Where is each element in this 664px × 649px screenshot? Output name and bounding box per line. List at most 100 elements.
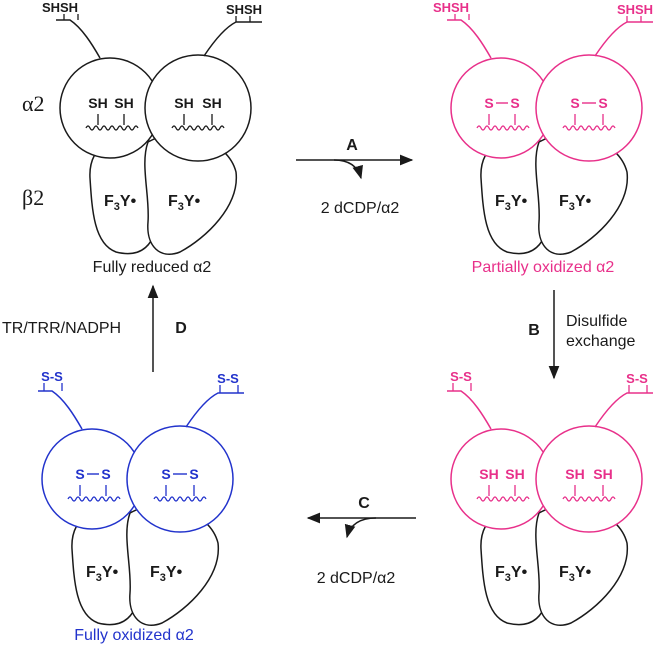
alpha-subunit-label: α2 [22,91,45,116]
cys-right-b-label: SH [202,95,221,111]
radical-right-rest: Y• [166,564,183,581]
tail-right [594,21,653,57]
radical-right-sub: 3 [160,572,166,584]
radical-left: F3Y• [86,564,119,584]
backbone-right [562,496,616,502]
state-label-fully-reduced: Fully reduced α2 [93,259,212,276]
tail-right-disulfide: S-S [626,371,648,386]
cys-left-a-label: S [484,95,493,111]
radical-left-rest: Y• [511,564,528,581]
step-b-note-line-1: Disulfide [566,313,627,330]
radical-left-sub: 3 [505,201,511,213]
tail-right-thiols: SHSH [617,2,653,17]
tail-right [185,392,244,428]
radical-right-f: F [168,193,178,210]
tail-left [447,390,492,430]
step-a: A 2 dCDP/α2 [296,137,414,217]
tail-left-thiols: SHSH [42,0,78,15]
step-b: B Disulfide exchange [528,290,635,380]
tail-left [56,19,101,59]
radical-left-f: F [495,193,505,210]
step-c-product-curve [344,517,377,539]
radical-right: F3Y• [559,193,592,213]
cys-left-b-label: S [510,95,519,111]
tail-right [594,392,653,428]
radical-left-sub: 3 [96,572,102,584]
radical-left: F3Y• [495,564,528,584]
backbone-right [153,496,207,502]
radical-left-f: F [495,564,505,581]
radical-left: F3Y• [104,193,137,213]
cys-left-b-label: SH [505,466,524,482]
backbone-left [476,496,530,502]
step-a-product-curve [333,159,363,180]
cys-right-a-label: S [161,466,170,482]
radical-right: F3Y• [168,193,201,213]
radical-right-rest: Y• [184,193,201,210]
radical-left-sub: 3 [114,201,120,213]
alpha-subunit-right [535,54,643,162]
radical-right: F3Y• [559,564,592,584]
alpha-subunit-right [144,54,252,162]
radical-left-f: F [104,193,114,210]
cys-right-b-label: SH [593,466,612,482]
radical-left-rest: Y• [120,193,137,210]
radical-left-rest: Y• [511,193,528,210]
radical-right-rest: Y• [575,193,592,210]
step-b-letter: B [528,322,540,339]
radical-right-rest: Y• [575,564,592,581]
step-b-note-line-2: exchange [566,333,635,350]
step-a-letter: A [346,137,358,154]
tail-left [38,390,83,430]
cys-right-a-label: S [570,95,579,111]
beta-subunit-label: β2 [22,185,44,210]
tail-left-thiols: SHSH [433,0,469,15]
cys-left-b-label: S [101,466,110,482]
radical-left-f: F [86,564,96,581]
radical-right-sub: 3 [178,201,184,213]
cys-right-b-label: S [598,95,607,111]
backbone-left [85,125,139,131]
tail-right [203,21,262,57]
cys-left-b-label: SH [114,95,133,111]
step-a-product: 2 dCDP/α2 [321,200,400,217]
radical-right-sub: 3 [569,201,575,213]
radical-left: F3Y• [495,193,528,213]
step-d: D TR/TRR/NADPH [2,284,187,372]
radical-right-f: F [559,193,569,210]
radical-left-sub: 3 [505,572,511,584]
step-c: C 2 dCDP/α2 [306,495,416,587]
state-label-fully-oxidized: Fully oxidized α2 [74,627,194,644]
tail-left-disulfide: S-S [450,369,472,384]
tail-right-disulfide: S-S [217,371,239,386]
cys-left-a-label: SH [88,95,107,111]
cys-right-a-label: SH [565,466,584,482]
state-label-partially-oxidized: Partially oxidized α2 [472,259,615,276]
alpha-subunit-right [126,425,234,533]
radical-left-rest: Y• [102,564,119,581]
step-c-product: 2 dCDP/α2 [317,570,396,587]
step-c-letter: C [358,495,370,512]
step-d-letter: D [175,320,187,337]
backbone-left [476,125,530,131]
step-d-note: TR/TRR/NADPH [2,320,121,337]
radical-right-f: F [150,564,160,581]
backbone-left [67,496,121,502]
cys-right-a-label: SH [174,95,193,111]
cys-right-b-label: S [189,466,198,482]
tail-left-disulfide: S-S [41,369,63,384]
backbone-right [171,125,225,131]
radical-right-sub: 3 [569,572,575,584]
cys-left-a-label: SH [479,466,498,482]
step-b-note: Disulfide exchange [566,313,635,350]
radical-right-f: F [559,564,569,581]
